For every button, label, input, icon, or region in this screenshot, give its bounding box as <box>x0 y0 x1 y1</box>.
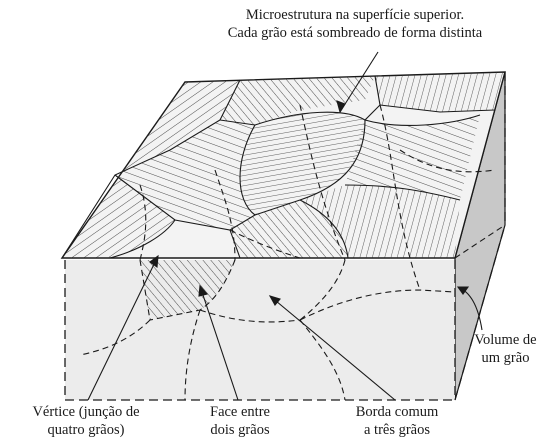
top-surface-label-line1: Microestrutura na superfície superior. <box>245 7 465 23</box>
grain-top-bottom-right <box>300 185 460 258</box>
grain-volume-label-line2: um grão <box>481 350 530 366</box>
edge-label-line1: Borda comum <box>355 404 439 420</box>
edge-label: Borda comum a três grãos <box>342 403 452 439</box>
front-grain-boundaries <box>79 259 456 401</box>
face-label-line1: Face entre <box>210 404 270 420</box>
leader-edge-arrow <box>268 295 281 306</box>
leader-top-arrow <box>336 100 346 114</box>
top-surface-label: Microestrutura na superfície superior. C… <box>160 6 549 42</box>
grain-top-left <box>115 80 240 175</box>
grain-top-bottom-left <box>62 175 175 258</box>
grain-volume-label-line1: Volume de <box>474 332 537 348</box>
leader-face-arrow <box>198 284 209 297</box>
block-front-face <box>65 260 455 400</box>
vertex-label-line1: Vértice (junção de <box>32 404 140 420</box>
leader-vertex-arrow <box>149 254 159 269</box>
leader-vertex <box>87 255 159 401</box>
hidden-internal-boundaries <box>62 104 506 291</box>
leader-volume-arrow <box>456 286 470 295</box>
face-label: Face entre dois grãos <box>190 403 290 439</box>
grain-top-center-large <box>240 112 365 215</box>
block-edges <box>64 72 506 401</box>
grain-top-right-corner <box>375 72 505 112</box>
grain-volume-label: Volume de um grão <box>462 331 549 367</box>
grain-front-left <box>140 260 235 320</box>
top-surface-grains <box>62 72 505 258</box>
vertex-label-line2: quatro grãos) <box>47 422 125 438</box>
top-surface-label-line2: Cada grão está sombreado de forma distin… <box>227 25 483 41</box>
leader-lines <box>87 51 483 401</box>
vertex-label: Vértice (junção de quatro grãos) <box>6 403 166 439</box>
leader-edge <box>269 295 396 401</box>
top-grain-boundaries <box>61 75 496 259</box>
leader-top <box>339 51 379 113</box>
grain-top-upper-center <box>220 76 375 125</box>
front-surface-grains <box>140 260 235 320</box>
face-label-line2: dois grãos <box>210 422 270 438</box>
edge-label-line2: a três grãos <box>363 422 431 438</box>
leader-face <box>199 285 239 401</box>
grain-top-left-lower <box>115 120 255 230</box>
